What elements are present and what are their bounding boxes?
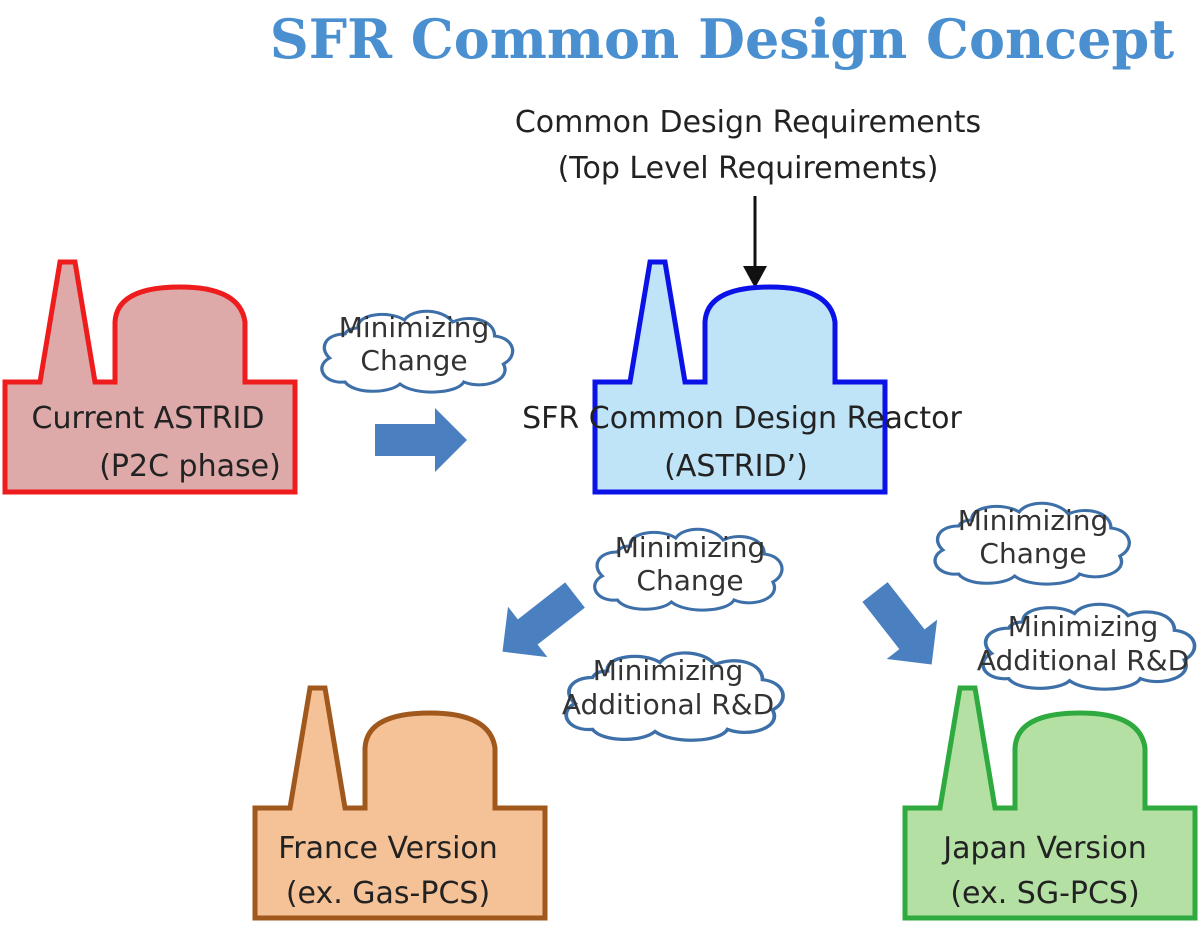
cloud-2-line-2: Change <box>636 564 743 597</box>
cloud-2-line-1: Minimizing <box>615 531 766 564</box>
cloud-minimizing-rd-1: Minimizing Additional R&D <box>562 651 785 743</box>
cloud-minimizing-change-3: Minimizing Change <box>933 501 1131 586</box>
requirements-arrow <box>743 196 767 288</box>
requirements-line-2: (Top Level Requirements) <box>558 151 939 186</box>
france-version-label: France Version <box>278 831 498 866</box>
cloud-5-line-2: Additional R&D <box>977 644 1189 677</box>
current-astrid-phase: (P2C phase) <box>99 449 281 484</box>
cloud-5-line-1: Minimizing <box>1008 610 1159 643</box>
cloud-1-line-1: Minimizing <box>339 311 490 344</box>
arrow-common-to-japan <box>862 582 938 665</box>
cloud-1-line-2: Change <box>360 344 467 377</box>
reactor-current-astrid: Current ASTRID (P2C phase) <box>5 262 295 492</box>
france-version-subtitle: (ex. Gas-PCS) <box>286 876 490 911</box>
cloud-minimizing-change-1: Minimizing Change <box>320 309 515 394</box>
reactor-japan-version: Japan Version (ex. SG-PCS) <box>905 688 1195 918</box>
cloud-4-line-1: Minimizing <box>958 504 1109 537</box>
reactor-common-design: SFR Common Design Reactor (ASTRID’) <box>522 262 963 492</box>
arrow-current-to-common <box>375 408 467 472</box>
requirements-line-1: Common Design Requirements <box>515 105 981 140</box>
japan-version-label: Japan Version <box>941 831 1147 866</box>
japan-version-subtitle: (ex. SG-PCS) <box>950 876 1139 911</box>
common-design-label: SFR Common Design Reactor <box>522 401 962 436</box>
current-astrid-label: Current ASTRID <box>32 401 265 436</box>
arrow-common-to-france <box>502 582 585 658</box>
cloud-4-line-2: Change <box>979 537 1086 570</box>
cloud-3-line-1: Minimizing <box>593 654 744 687</box>
common-design-subtitle: (ASTRID’) <box>664 449 808 484</box>
cloud-minimizing-rd-2: Minimizing Additional R&D <box>977 602 1197 691</box>
cloud-3-line-2: Additional R&D <box>562 688 774 721</box>
cloud-minimizing-change-2: Minimizing Change <box>593 527 784 612</box>
diagram-title: SFR Common Design Concept <box>270 7 1175 71</box>
reactor-france-version: France Version (ex. Gas-PCS) <box>255 688 545 918</box>
